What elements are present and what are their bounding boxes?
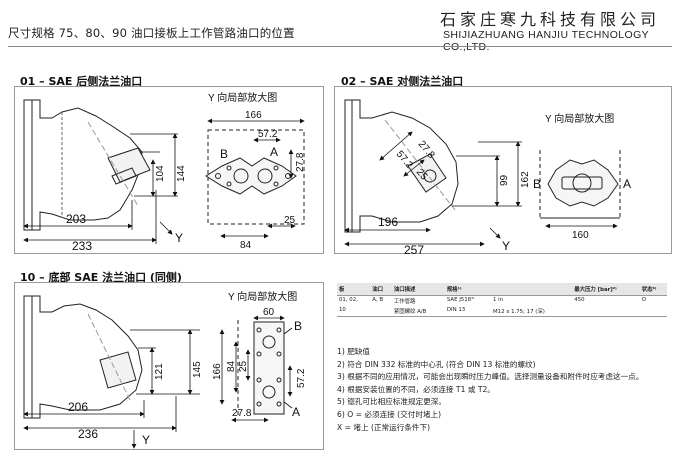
flange-detail-01 — [205, 129, 305, 225]
dim-10-278: 27.8 — [232, 408, 252, 419]
detail-01-title: Y 向局部放大图 — [208, 91, 277, 104]
dim-02-162: 162 — [520, 171, 531, 188]
table-cell: SAE J518³⁾ — [446, 297, 475, 303]
footnote: X = 堵上 (正常运行条件下) — [337, 422, 431, 432]
dim-01-84: 84 — [240, 240, 252, 251]
dim-01-25: 25 — [284, 215, 296, 226]
table-cell: M12 x 1.75; 17 (深) — [490, 306, 573, 317]
footnote: 2) 符合 DIN 332 标准的中心孔 (符合 DIN 13 标准的螺纹) — [337, 359, 536, 369]
table-cell — [370, 306, 392, 317]
view-10-y: Y — [142, 433, 150, 447]
pump-body-02 — [344, 99, 459, 233]
table-cell: 10 — [337, 306, 371, 317]
header-rule — [8, 46, 672, 47]
flange-detail-10 — [237, 320, 285, 418]
table-cell: 01, 02, — [339, 297, 358, 303]
table-cell: 450 — [574, 297, 585, 303]
dim-10-145: 145 — [192, 361, 203, 378]
dims-01-detail — [207, 118, 305, 239]
port-02-b: B — [533, 177, 541, 191]
table-cell: 紧固螺纹 A/B — [391, 306, 445, 317]
table-header: 油口描述 — [391, 283, 445, 296]
port-10-a: A — [292, 405, 300, 419]
port-spec-table: 板 油口 油口描述 规格¹⁾ 最大压力 [bar]²⁾ 状态⁶⁾ 01, 02,… — [337, 283, 667, 317]
port-02-a: A — [623, 177, 631, 191]
table-header: 最大压力 [bar]²⁾ — [572, 283, 640, 296]
section-10-title: 10 – 底部 SAE 法兰油口 (同侧) — [20, 271, 182, 284]
dims-02 — [344, 131, 522, 247]
dim-02-160: 160 — [572, 230, 589, 241]
table-cell — [639, 306, 667, 317]
pump-body-10 — [23, 295, 143, 419]
section-01-title: 01 – SAE 后侧法兰油口 — [20, 75, 143, 88]
detail-10-title: Y 向局部放大图 — [228, 290, 297, 303]
port-01-a: A — [270, 145, 278, 159]
dim-10-236: 236 — [78, 427, 98, 441]
table-row: 01, 02, A, B 工作管路 SAE J518³⁾ 1 in 450 O — [337, 296, 667, 307]
table-cell: O — [641, 297, 646, 303]
table-header — [490, 283, 573, 296]
dim-02-99: 99 — [499, 174, 510, 186]
dim-01-572: 57.2 — [258, 129, 278, 140]
table-cell: 工作管路 — [393, 299, 416, 305]
footnote: 4) 根据安装位置的不同，必须连接 T1 或 T2。 — [337, 384, 495, 394]
dim-10-60: 60 — [263, 307, 275, 318]
dim-10-121: 121 — [154, 363, 165, 380]
flange-detail-02 — [539, 150, 621, 220]
dim-10-84: 84 — [226, 360, 237, 372]
dim-10-25: 25 — [238, 360, 249, 372]
dim-01-203: 203 — [66, 212, 86, 226]
table-row: 10 紧固螺纹 A/B DIN 13 M12 x 1.75; 17 (深) — [337, 306, 667, 317]
dim-01-233: 233 — [72, 239, 92, 253]
table-cell — [572, 306, 640, 317]
dim-01-104: 104 — [155, 165, 166, 182]
footnotes: 1) 肥缺值 2) 符合 DIN 332 标准的中心孔 (符合 DIN 13 标… — [337, 346, 672, 434]
dim-01-144: 144 — [176, 165, 187, 182]
dims-10-detail — [219, 315, 293, 423]
view-02-y: Y — [502, 239, 510, 253]
dim-10-206: 206 — [68, 400, 88, 414]
footnote: 3) 根据不同的应用情况，可能会出现瞬时压力峰值。选择测量设备和附件时应考虑这一… — [337, 372, 644, 382]
section-02-title: 02 – SAE 对侧法兰油口 — [341, 75, 464, 88]
view-01-y: Y — [175, 231, 183, 245]
header-title: 尺寸规格 75、80、90 油口接板上工作管路油口的位置 — [8, 26, 295, 40]
table-cell: A, B — [372, 297, 384, 303]
dim-10-572: 57.2 — [296, 368, 307, 388]
table-cell: 1 in — [492, 297, 504, 303]
dim-01-166: 166 — [245, 110, 262, 121]
table-header: 规格¹⁾ — [444, 283, 491, 296]
table-header-row: 板 油口 油口描述 规格¹⁾ 最大压力 [bar]²⁾ 状态⁶⁾ — [337, 283, 667, 296]
table-header: 状态⁶⁾ — [639, 283, 667, 296]
dims-01 — [23, 133, 178, 244]
dims-10 — [23, 329, 200, 449]
port-01-b: B — [220, 147, 228, 161]
footnote: 1) 肥缺值 — [337, 347, 370, 356]
table-cell: DIN 13 — [444, 306, 491, 317]
footnote: 5) 锪孔可比相应标准规定更深。 — [337, 397, 446, 407]
dim-02-278: 27.8 — [416, 139, 437, 161]
detail-02-title: Y 向局部放大图 — [545, 112, 614, 125]
company-name-cn: 石家庄寒九科技有限公司 — [440, 10, 661, 29]
dim-02-196: 196 — [378, 215, 398, 229]
company-name-en: SHIJIAZHUANG HANJIU TECHNOLOGY CO.,LTD. — [443, 29, 649, 53]
port-10-b: B — [294, 319, 302, 333]
dim-01-278: 27.8 — [295, 152, 306, 172]
dim-02-257: 257 — [404, 243, 424, 257]
table-header: 板 — [337, 283, 371, 296]
dim-10-166: 166 — [212, 363, 223, 380]
footnote: 6) O = 必须连接 (交付时堵上) — [337, 409, 442, 419]
pump-body-01 — [23, 99, 151, 231]
table-header: 油口 — [370, 283, 392, 296]
